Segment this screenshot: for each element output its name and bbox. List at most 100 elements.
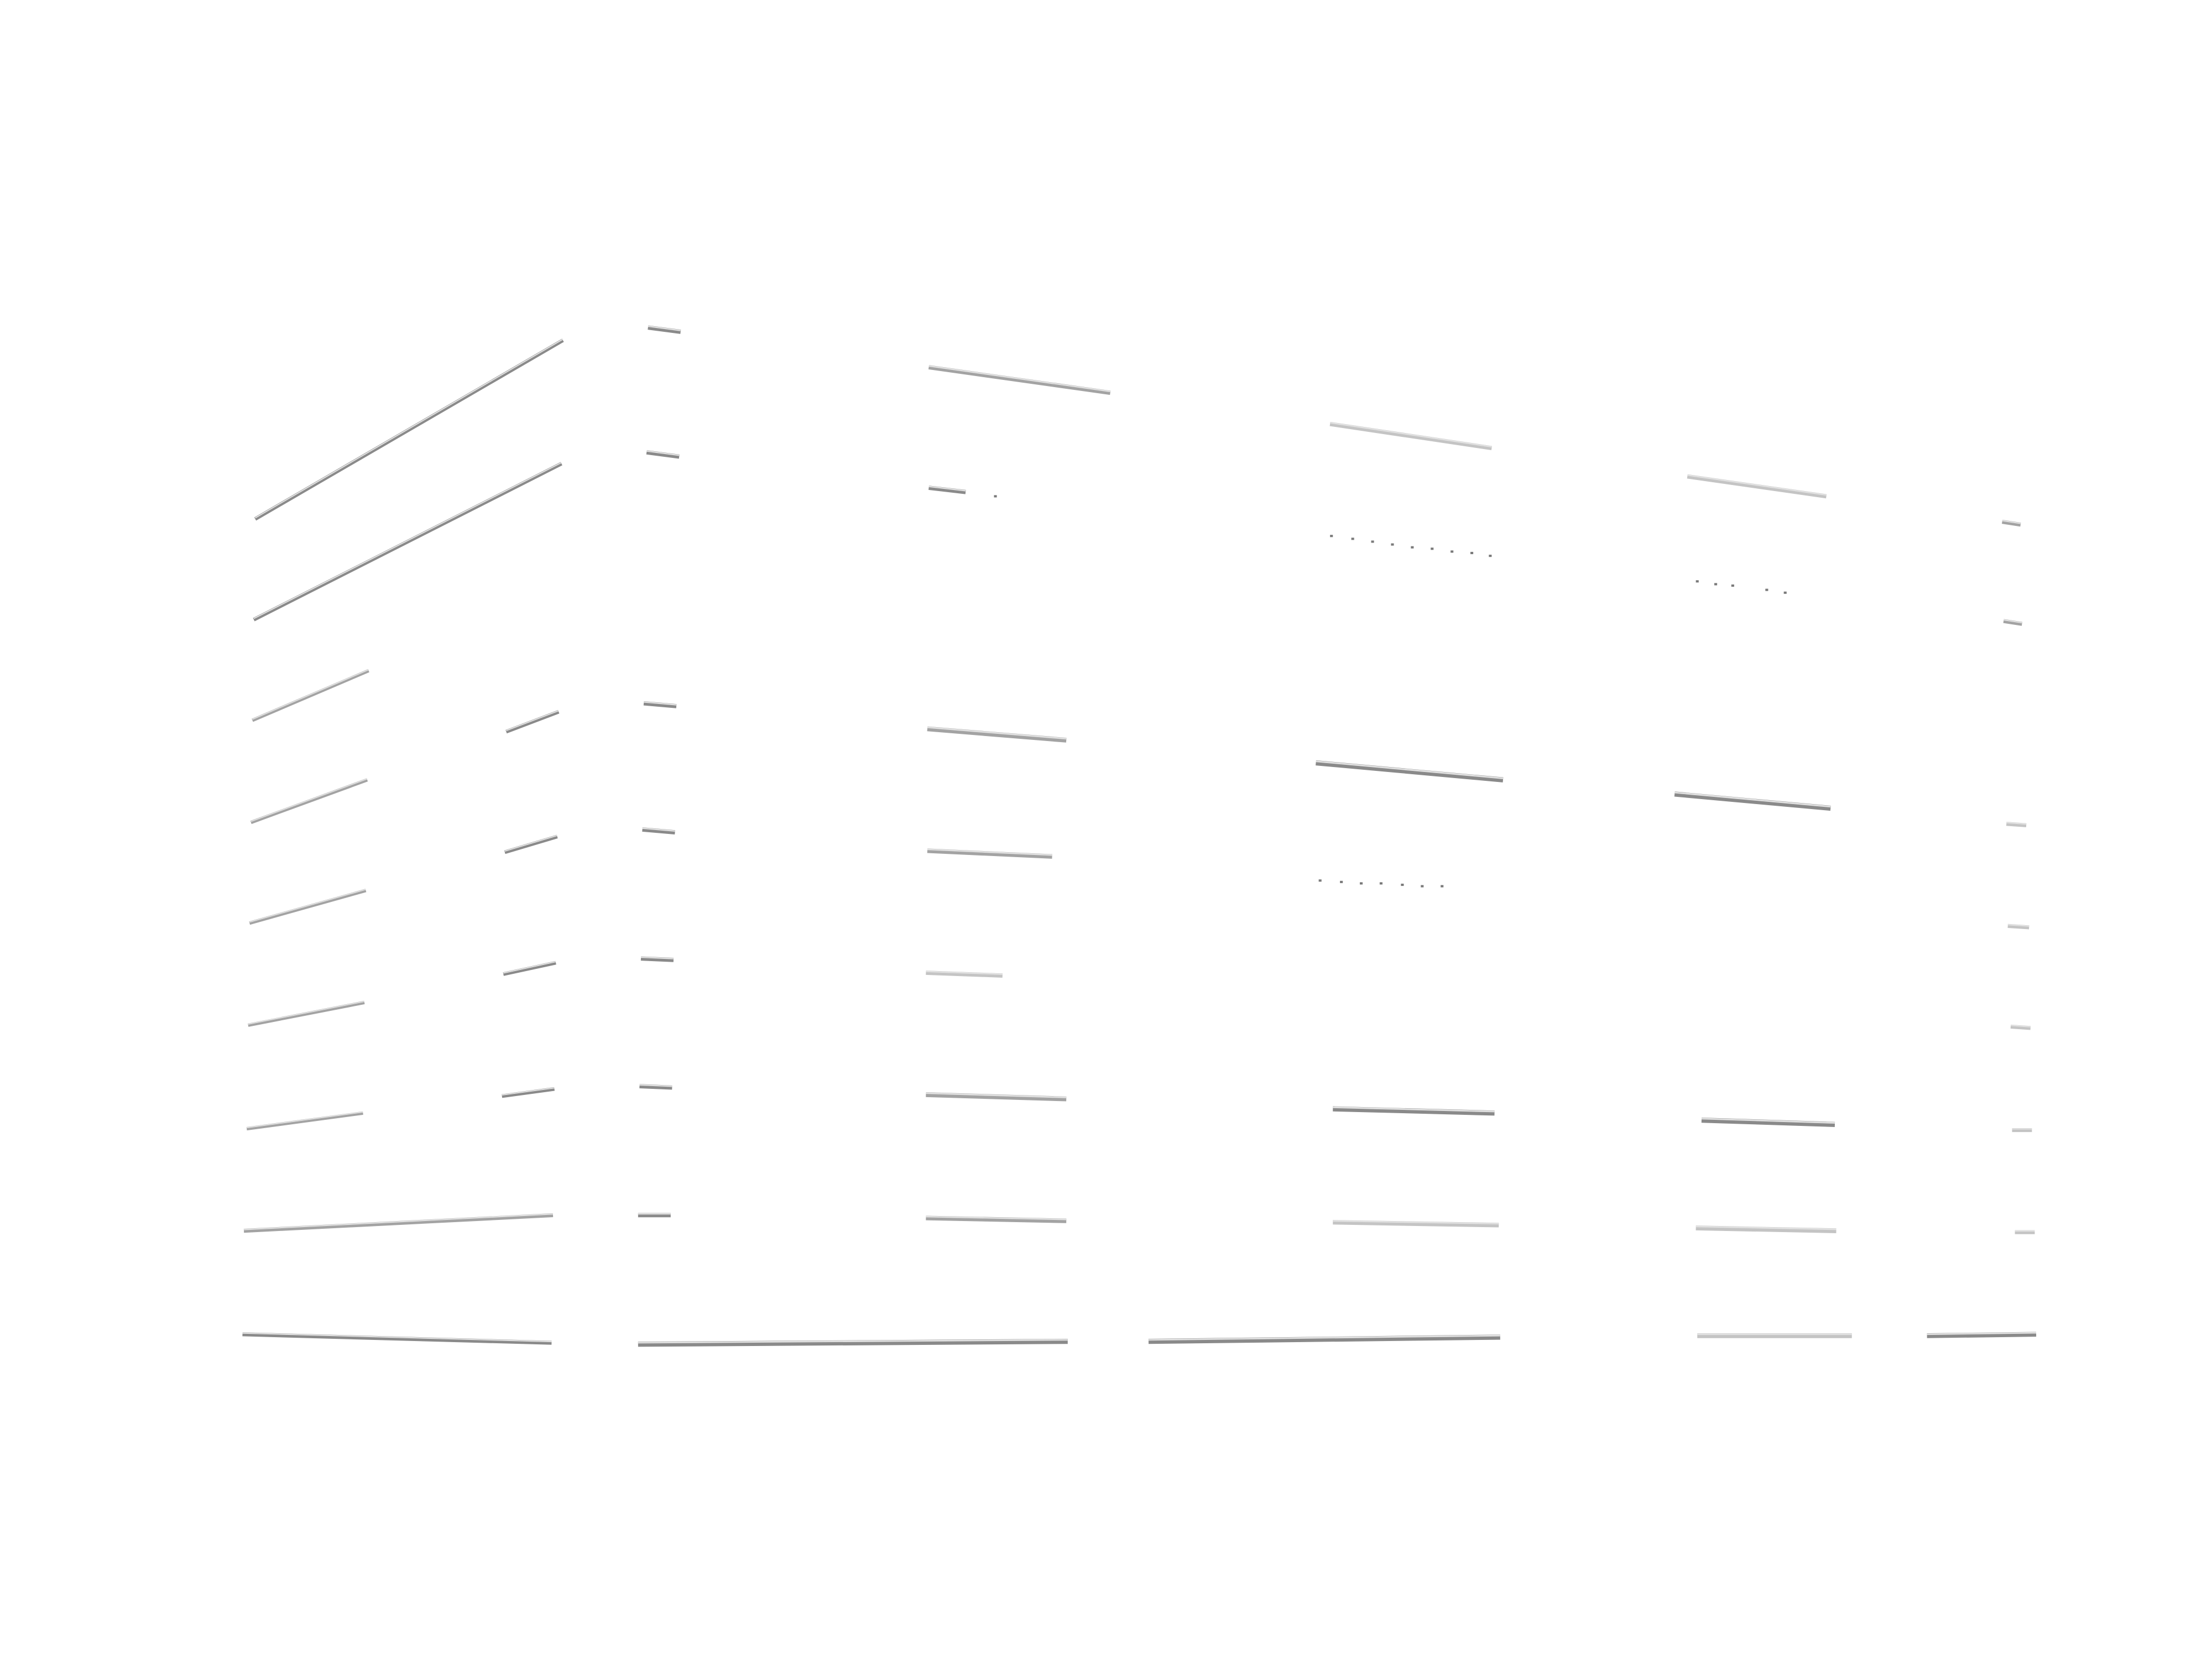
stroke-highlight [2003,619,2022,624]
window-dot [1470,551,1474,555]
stroke-segment [1333,1106,1495,1116]
window-dot [1379,882,1383,885]
stroke-segment [926,1215,1067,1223]
stroke-highlight [927,727,1067,740]
window-dot [1765,588,1768,591]
window-dot [1731,584,1734,587]
stroke-segment [503,961,556,976]
window-dot [1351,538,1354,540]
window-dot [1391,543,1394,546]
stroke-highlight [2002,520,2021,524]
stroke-segment [249,889,367,925]
stroke-segment [646,450,680,459]
stroke-highlight [251,778,368,822]
stroke-highlight [2010,1025,2031,1027]
stroke-highlight [644,701,677,706]
stroke-highlight [1316,760,1504,779]
window-dot [1431,547,1434,550]
stroke-segment [648,325,681,334]
stroke-segment [1333,1220,1499,1228]
stroke-segment [926,971,1003,978]
stroke-highlight [504,834,557,852]
stroke-highlight [248,1001,365,1025]
stroke-segment [1927,1332,2037,1338]
stroke-highlight [928,486,966,492]
stroke-segment [1329,421,1493,451]
window-dot [1695,580,1699,583]
stroke-highlight [253,462,562,619]
stroke-highlight [1674,791,1831,808]
stroke-highlight [1695,1225,1837,1230]
window-dot [1714,583,1718,586]
stroke-segment [640,956,674,962]
stroke-segment [504,834,558,854]
stroke-highlight [255,338,564,519]
stroke-segment [926,1092,1067,1102]
window-dot [1330,535,1333,538]
window-dot [1441,885,1444,888]
stroke-highlight [927,848,1052,856]
stroke-highlight [503,961,556,974]
stroke-segment [242,1332,552,1345]
stroke-segment [243,1213,554,1233]
stroke-segment [254,338,564,521]
stroke-highlight [640,956,674,959]
window-dot [1411,546,1414,549]
window-dot [1359,882,1363,885]
stroke-highlight [1148,1334,1500,1341]
stroke-highlight [243,1213,554,1230]
stroke-highlight [1333,1106,1495,1113]
stroke-segment [1674,791,1831,811]
stroke-highlight [646,450,680,456]
stroke-segment [639,1084,672,1090]
stroke-highlight [242,1332,552,1343]
stroke-segment [248,1000,365,1027]
window-dot [1451,550,1454,553]
stroke-highlight [1687,474,1827,496]
stroke-segment [2006,822,2027,827]
stroke-segment [927,726,1067,743]
stroke-segment [505,710,560,734]
stroke-highlight [639,1084,672,1087]
stroke-highlight [1701,1118,1835,1124]
stroke-segment [642,827,675,834]
window-dot [1318,879,1322,882]
stroke-highlight [1333,1220,1499,1225]
stroke-highlight [247,1112,363,1129]
stroke-highlight [2007,924,2030,927]
stroke-segment [927,848,1052,859]
window-dots [994,495,1787,888]
stroke-segment [928,486,966,494]
stroke-highlight [928,365,1110,393]
stroke-segment [1316,760,1504,782]
window-dot [1340,880,1343,883]
stroke-highlight [506,710,559,732]
building-strokes [242,325,2037,1347]
stroke-segment [928,365,1111,395]
stroke-highlight [502,1087,555,1096]
stroke-highlight [1927,1332,2037,1335]
stroke-highlight [926,971,1003,975]
stroke-highlight [638,1339,1068,1344]
stroke-segment [250,778,368,825]
window-dot [1421,885,1424,888]
stroke-segment [502,1087,555,1098]
stroke-highlight [648,325,681,331]
stroke-segment [253,462,562,622]
stroke-segment [643,701,677,708]
stroke-segment [1695,1225,1837,1233]
stroke-segment [2007,924,2030,930]
stroke-segment [2001,520,2021,527]
stroke-highlight [642,827,675,832]
stroke-segment [1701,1118,1835,1127]
stroke-segment [1687,474,1827,499]
stroke-segment [2003,619,2022,626]
stroke-segment [638,1339,1068,1347]
stroke-highlight [252,669,369,720]
stroke-highlight [926,1215,1067,1220]
window-dot [1489,555,1492,557]
stroke-highlight [2006,822,2027,825]
window-dot [1371,540,1374,543]
stroke-highlight [926,1092,1067,1098]
